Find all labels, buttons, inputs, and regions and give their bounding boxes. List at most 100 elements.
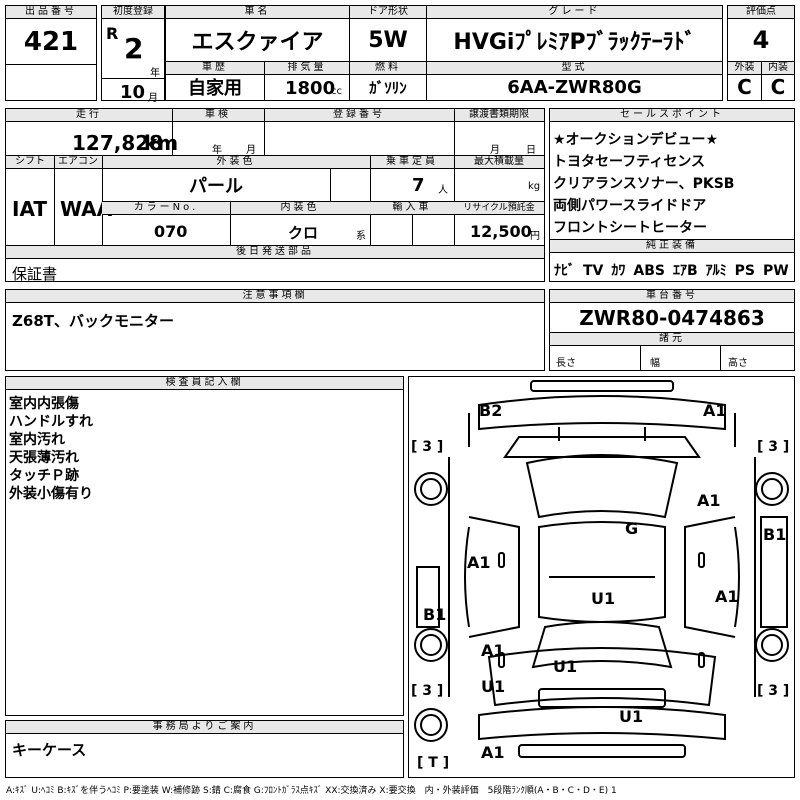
equipment-item: ｱﾙﾐ: [705, 263, 727, 279]
inspector-line: 天張薄汚れ: [9, 450, 79, 466]
era: R: [106, 24, 119, 43]
damage-mark: B1: [763, 525, 787, 544]
displacement-unit: cc: [331, 86, 342, 97]
score-box: 評価点 4: [727, 5, 795, 62]
damage-mark: U1: [619, 707, 644, 726]
fuel: ｶﾞｿﾘﾝ: [369, 78, 407, 97]
car-name-label: 車名: [166, 6, 349, 19]
sales-point-item: 両側パワースライドドア: [553, 198, 707, 214]
mileage-label: 走行: [6, 109, 172, 121]
inspector-line: 室内内張傷: [9, 396, 79, 412]
registration-number-label: 登録番号: [264, 109, 454, 121]
exterior-grade-box: 外装 C: [727, 61, 762, 101]
lot-number-box: 出品番号 421: [5, 5, 97, 101]
later-parts-label: 後日発送部品: [6, 246, 544, 259]
exterior-grade: C: [737, 75, 752, 99]
interior-color-label: 内装色: [230, 202, 370, 214]
exterior-grade-label: 外装: [728, 62, 761, 75]
registration-box: 初度登録 R 2 年 10 月: [101, 5, 165, 104]
month-unit: 月: [148, 93, 158, 104]
capacity: 7: [412, 175, 425, 196]
capacity-unit: 人: [438, 185, 448, 196]
reg-month: 10: [120, 82, 146, 103]
color-number: 070: [154, 222, 188, 241]
tire-rating: [ 3 ]: [757, 439, 790, 455]
damage-mark: B1: [423, 605, 447, 624]
chassis-label: 車台番号: [550, 290, 794, 303]
damage-mark: U1: [553, 657, 578, 676]
equipment-item: PW: [763, 263, 789, 279]
damage-mark: G: [625, 519, 639, 538]
sales-point-item: ★オークションデビュー★: [553, 132, 719, 148]
spec-width-label: 幅: [650, 358, 660, 369]
inspection-label: 車検: [172, 109, 264, 121]
model-label: 型式: [427, 62, 722, 75]
exterior-color: パール: [189, 176, 243, 197]
history: 自家用: [188, 78, 242, 99]
score-label: 評価点: [728, 6, 794, 19]
office-text: キーケース: [12, 741, 87, 759]
mileage-unit: km: [144, 131, 179, 155]
equipment-item: ABS: [633, 263, 665, 279]
equipment-item: PS: [734, 263, 755, 279]
sales-point-item: クリアランスソナー、PKSB: [553, 176, 735, 192]
transfer-day-unit: 日: [526, 145, 536, 156]
interior-color-unit: 系: [356, 231, 366, 242]
recycle-label: リサイクル預託金: [454, 202, 544, 214]
office-label: 事務局よりご案内: [6, 721, 403, 734]
fuel-label: 燃料: [350, 62, 426, 75]
damage-mark: A1: [697, 491, 721, 510]
recycle-unit: 円: [530, 231, 540, 242]
damage-mark: A1: [467, 553, 491, 572]
color-number-label: カラーNo.: [102, 202, 230, 214]
door-label: ドア形状: [350, 6, 426, 19]
damage-mark: A1: [481, 641, 505, 660]
sales-points-label: セールスポイント: [550, 109, 794, 122]
vehicle-details-block: 走行 車検 登録番号 譲渡書類期限 127,828 km 年 月 月 日 シフト…: [5, 108, 545, 283]
capacity-label: 乗車定員: [370, 156, 454, 168]
lot-number: 421: [23, 27, 79, 57]
car-name-box: 車名 エスクァイア: [165, 5, 350, 62]
damage-mark: U1: [481, 677, 506, 696]
tire-rating: [ 3 ]: [411, 683, 444, 699]
equipment-label: 純正装備: [550, 240, 794, 253]
car-outline-drawing: [414, 380, 789, 758]
mileage: 127,828: [72, 131, 164, 155]
history-label: 車歴: [166, 62, 264, 75]
tire-rating: [ 3 ]: [411, 439, 444, 455]
registration-label: 初度登録: [102, 6, 164, 19]
lot-number-label: 出品番号: [6, 6, 96, 19]
damage-mark: A1: [481, 743, 505, 762]
reg-year: 2: [124, 32, 144, 65]
door: 5W: [368, 27, 408, 53]
interior-color: クロ: [288, 224, 319, 242]
displacement: 1800: [285, 78, 336, 99]
exterior-color-label: 外装色: [102, 156, 370, 168]
sales-point-item: フロントシートヒーター: [553, 220, 707, 236]
tire-rating: [ T ]: [417, 755, 450, 771]
recycle-deposit: 12,500: [470, 222, 532, 241]
equipment-item: ﾅﾋﾞ: [554, 263, 575, 279]
fuel-box: 燃料 ｶﾞｿﾘﾝ: [349, 61, 427, 101]
car-name: エスクァイア: [191, 30, 324, 55]
inspection-year-unit: 年: [212, 145, 222, 156]
interior-grade-box: 内装 C: [761, 61, 795, 101]
door-box: ドア形状 5W: [349, 5, 427, 62]
inspector-line: 室内汚れ: [9, 432, 65, 448]
inspector-line: ハンドルすれ: [9, 414, 93, 430]
notes-label: 注意事項欄: [6, 290, 544, 303]
tire-rating: [ 3 ]: [757, 683, 790, 699]
chassis-box: 車台番号 ZWR80-0474863 諸元 長さ 幅 高さ: [549, 289, 795, 371]
spec-height-label: 高さ: [728, 358, 748, 369]
grade: HVGiﾌﾟﾚﾐｱPﾌﾞﾗｯｸﾃｰﾗﾄﾞ: [453, 30, 696, 55]
spec-length-label: 長さ: [556, 358, 576, 369]
transfer-deadline-label: 譲渡書類期限: [454, 109, 544, 121]
equipment-item: TV: [583, 263, 604, 279]
damage-mark: A1: [715, 587, 739, 606]
damage-mark: A1: [703, 401, 727, 420]
chassis-number: ZWR80-0474863: [579, 306, 765, 330]
import-label: 輸入車: [370, 202, 454, 214]
displacement-box: 排気量 1800 cc: [264, 61, 350, 101]
